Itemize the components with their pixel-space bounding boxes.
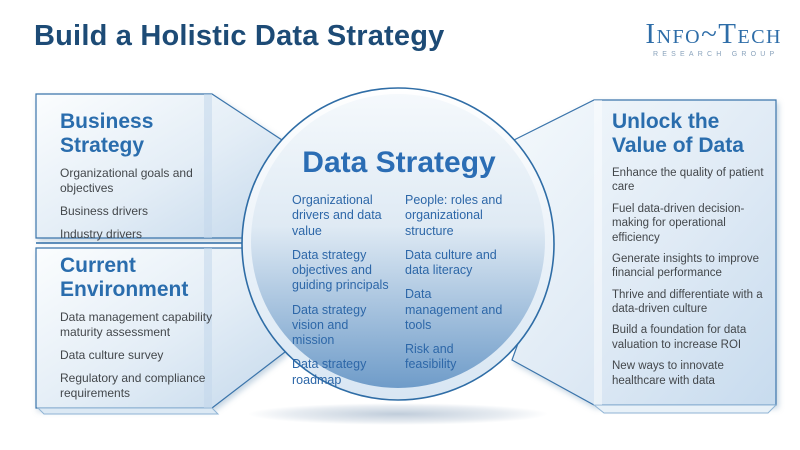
list-item: New ways to innovate healthcare with dat…	[612, 360, 724, 387]
data-strategy-circle-inner	[251, 94, 545, 388]
circle-column-right: People: roles and organizational structu…	[405, 193, 506, 397]
panel-bottom-bevel	[592, 404, 778, 414]
list-item: Organizational goals and objectives	[60, 166, 193, 196]
business-strategy-panel: Business Strategy Organizational goals a…	[60, 110, 218, 250]
panel-title: Business Strategy	[60, 110, 154, 157]
list-item: Thrive and differentiate with a data-dri…	[612, 288, 763, 316]
list-item: People: roles and organizational structu…	[405, 193, 503, 238]
list-item: Enhance the quality of patient care	[612, 167, 764, 194]
list-item: Data management and tools	[405, 287, 503, 332]
list-item: Industry drivers	[60, 227, 143, 242]
list-item: Build a foundation for data valuation to…	[612, 324, 747, 351]
list-item: Data management capability maturity asse…	[60, 310, 213, 340]
circle-shadow	[248, 403, 548, 425]
list-item: Data culture and data literacy	[405, 247, 497, 277]
unlock-value-panel: Unlock the Value of Data Enhance the qua…	[612, 110, 772, 395]
infotech-logo: Info~Tech RESEARCH GROUP	[645, 18, 782, 59]
list-item: Data strategy roadmap	[292, 357, 367, 387]
page-title: Build a Holistic Data Strategy	[34, 20, 445, 52]
list-item: Data culture survey	[60, 348, 164, 363]
panel-side-face	[594, 100, 602, 405]
list-item: Risk and feasibility	[405, 342, 457, 372]
list-item: Generate insights to improve financial p…	[612, 252, 760, 280]
current-environment-list: Data management capability maturity asse…	[60, 310, 236, 401]
logo-wordmark: Info~Tech	[645, 18, 782, 50]
panel-side-face	[204, 94, 212, 238]
list-item: Organizational drivers and data value	[292, 193, 382, 238]
data-strategy-center: Data Strategy Organizational drivers and…	[292, 146, 506, 397]
panel-title: Unlock the Value of Data	[612, 110, 744, 157]
list-item: Data strategy vision and mission	[292, 302, 367, 348]
panel-side-face	[204, 248, 212, 408]
list-item: Business drivers	[60, 204, 149, 219]
panel-bottom-bevel	[36, 407, 220, 415]
panel-title: Current Environment	[60, 254, 189, 301]
list-item: Data strategy objectives and guiding pri…	[292, 247, 389, 293]
circle-list-right: People: roles and organizational structu…	[405, 193, 506, 373]
circle-title: Data Strategy	[302, 146, 496, 179]
logo-subtitle: RESEARCH GROUP	[653, 51, 779, 58]
list-item: Fuel data-driven decision-making for ope…	[612, 202, 745, 244]
current-environment-panel: Current Environment Data management capa…	[60, 254, 236, 409]
list-item: Regulatory and compliance requirements	[60, 371, 206, 401]
